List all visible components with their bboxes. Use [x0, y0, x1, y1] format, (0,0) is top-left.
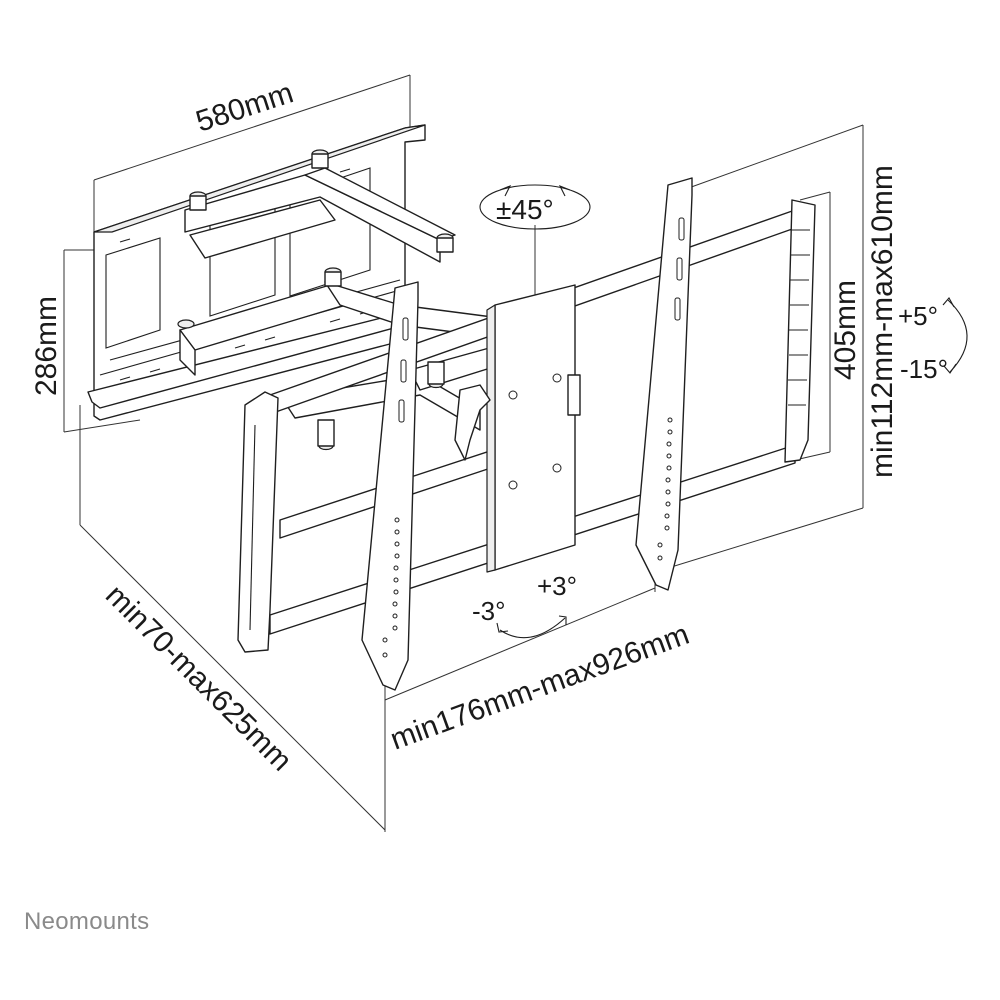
wall-plate-width-label: 580mm	[192, 76, 297, 138]
dimension-lines	[63, 74, 864, 832]
swivel-indicator	[479, 184, 591, 230]
center-bracket	[454, 284, 581, 573]
brand-logo-text: Neomounts	[24, 908, 150, 935]
right-upright	[784, 199, 816, 463]
tilt-up-label: +5°	[898, 301, 938, 331]
vesa-upright-left	[361, 281, 419, 691]
rotate-arrow-right-icon	[558, 615, 567, 625]
rotate-left-label: -3°	[472, 596, 506, 626]
swivel-label: ±45°	[496, 194, 554, 225]
wall-plate-height-label: 286mm	[30, 296, 63, 396]
arms	[177, 149, 501, 451]
swivel-arrow-left-icon	[499, 184, 512, 197]
vesa-height-fixed-label: 405mm	[829, 280, 862, 380]
tilt-down-label: -15°	[900, 354, 948, 384]
tilt-arrow-up-icon	[942, 297, 955, 308]
swivel-arrow-right-icon	[558, 184, 571, 197]
bolts	[177, 149, 454, 451]
rotate-indicator	[496, 615, 567, 639]
vesa-upright-right	[635, 177, 693, 591]
vesa-upright-right-holes	[657, 217, 685, 561]
vesa-width-label: min176mm-max926mm	[386, 618, 693, 757]
vesa-height-range-label: min112mm-max610mm	[866, 165, 899, 478]
left-upright	[237, 391, 279, 653]
rotate-right-label: +3°	[537, 571, 577, 601]
tilt-indicator	[942, 297, 968, 374]
right-upright-ladder	[788, 229, 810, 406]
vesa-upright-left-holes	[382, 317, 409, 658]
rotate-arrow-left-icon	[496, 622, 509, 633]
tilt-arrow-down-icon	[943, 363, 957, 374]
